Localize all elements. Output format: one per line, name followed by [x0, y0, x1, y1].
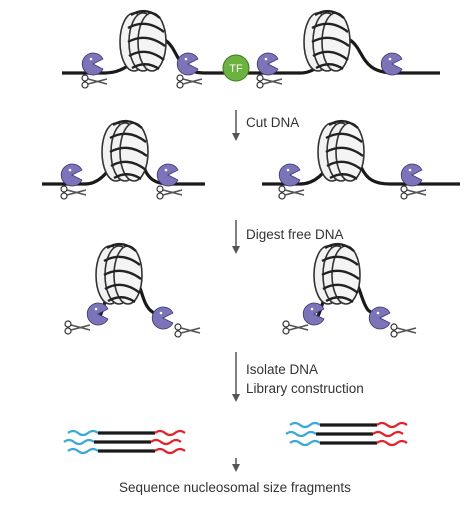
nucleosome-right-row-1: [302, 9, 352, 73]
scissors-icon: [282, 320, 309, 335]
nucleosome-left-row-1: [118, 9, 168, 73]
scissors-icon: [256, 74, 283, 89]
nuclease-icon: [302, 302, 325, 326]
nuclease-icon: [400, 163, 423, 187]
scissors-icon: [390, 323, 417, 338]
nucleosome-left-row-3: [94, 242, 144, 306]
scissors-icon: [156, 185, 183, 200]
step-arrow-3: [232, 352, 240, 402]
nuclease-icon: [151, 306, 174, 330]
step-arrow-1: [232, 110, 240, 141]
nuclease-icon: [81, 52, 104, 76]
chromatin-row-3: [64, 242, 417, 338]
step-arrow-2: [232, 220, 240, 254]
scissors-icon: [278, 185, 305, 200]
scissors-icon: [400, 185, 427, 200]
nucleosome-left-row-2: [100, 119, 150, 183]
final-step-label: Sequence nucleosomal size fragments: [119, 480, 351, 495]
nuclease-icon: [176, 52, 199, 76]
scissors-icon: [64, 320, 91, 335]
nuclease-icon: [60, 163, 83, 187]
nuclease-icon: [368, 306, 391, 330]
step-label-cut-dna: Cut DNA: [246, 115, 300, 130]
nuclease-icon: [156, 163, 179, 187]
scissors-icon: [60, 185, 87, 200]
svg-text:TF: TF: [229, 63, 243, 75]
nucleosome-right-row-2: [316, 119, 366, 183]
step-label-isolate-dna: Isolate DNA: [246, 362, 319, 377]
step-arrow-4: [232, 458, 240, 472]
chromatin-row-2: [42, 119, 460, 200]
nuclease-icon: [278, 163, 301, 187]
step-label-library-construction: Library construction: [246, 381, 364, 396]
library-fragments-right: [285, 421, 408, 447]
step-label-digest-free-dna: Digest free DNA: [246, 227, 344, 242]
scissors-icon: [81, 74, 108, 89]
scissors-icon: [176, 74, 203, 89]
nucleosome-right-row-3: [312, 242, 362, 306]
nuclease-icon: [86, 302, 109, 326]
scissors-icon: [174, 323, 201, 338]
library-fragments-left: [63, 429, 186, 455]
tf-protein: TF: [222, 54, 250, 82]
nuclease-icon: [256, 52, 279, 76]
nuclease-icon: [380, 52, 403, 76]
chromatin-row-1: TF: [62, 9, 440, 89]
